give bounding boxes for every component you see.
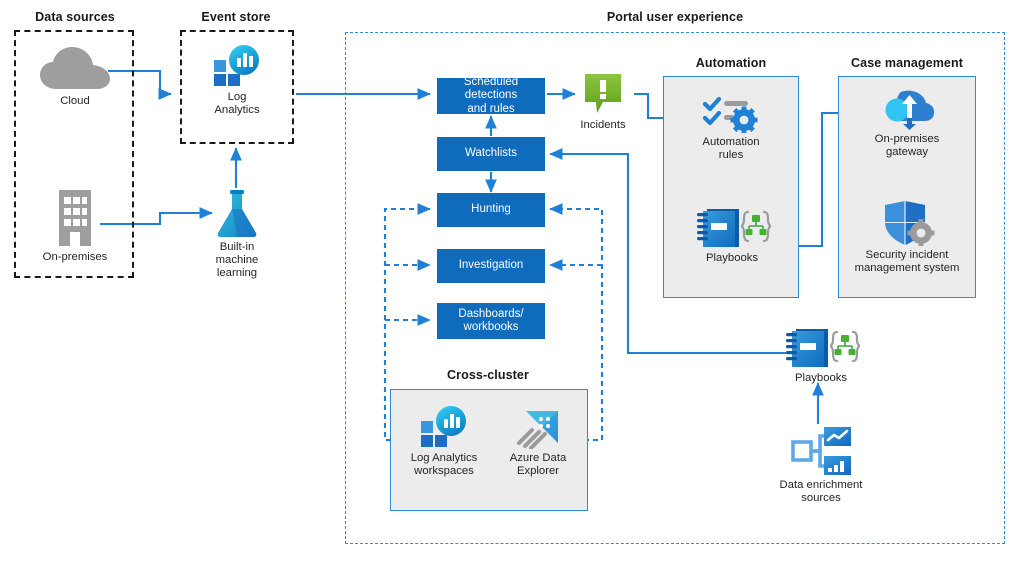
automation-rules-icon	[702, 96, 758, 133]
playbook-icon	[697, 209, 771, 247]
process-box-dashboards-workbooks[interactable]: Dashboards/workbooks	[437, 303, 545, 339]
group-title-portal: Portal user experience	[606, 10, 744, 24]
machine-learning-icon	[217, 190, 257, 237]
process-box-watchlists[interactable]: Watchlists	[437, 137, 545, 171]
node-playbooks-portal: Playbooks	[781, 327, 861, 385]
group-box-automation	[663, 76, 799, 298]
node-label-playbooks-automation: Playbooks	[705, 252, 759, 264]
node-label-on-premises: On-premises	[42, 251, 108, 263]
group-title-event-store: Event store	[201, 10, 271, 24]
azure-data-explorer-icon	[517, 411, 558, 449]
node-label-playbooks-portal: Playbooks	[794, 372, 848, 384]
node-on-premises: On-premises	[40, 188, 110, 264]
group-box-portal	[345, 32, 1005, 544]
node-playbooks-automation: Playbooks	[692, 207, 772, 265]
group-title-data-sources: Data sources	[35, 10, 115, 24]
cloud-icon	[40, 47, 110, 89]
process-box-hunting[interactable]: Hunting	[437, 193, 545, 227]
group-title-case-management: Case management	[851, 56, 963, 70]
group-box-cross-cluster	[390, 389, 588, 511]
group-title-cross-cluster: Cross-cluster	[447, 368, 529, 382]
shield-gear-icon	[885, 201, 935, 246]
node-label-cloud: Cloud	[60, 95, 90, 107]
incident-alert-icon	[585, 74, 621, 113]
process-box-investigation[interactable]: Investigation	[437, 249, 545, 283]
node-label-incidents: Incidents	[580, 119, 626, 131]
building-icon	[59, 190, 91, 246]
on-premises-gateway-icon	[885, 90, 935, 130]
group-title-automation: Automation	[695, 56, 767, 70]
playbook-icon	[786, 329, 860, 367]
group-box-event-store	[180, 30, 294, 144]
log-analytics-icon	[421, 406, 466, 447]
node-incidents: Incidents	[572, 72, 634, 132]
log-analytics-icon	[214, 45, 259, 86]
data-enrichment-icon	[791, 427, 851, 475]
node-cloud: Cloud	[35, 46, 115, 108]
group-box-data-sources	[14, 30, 134, 278]
